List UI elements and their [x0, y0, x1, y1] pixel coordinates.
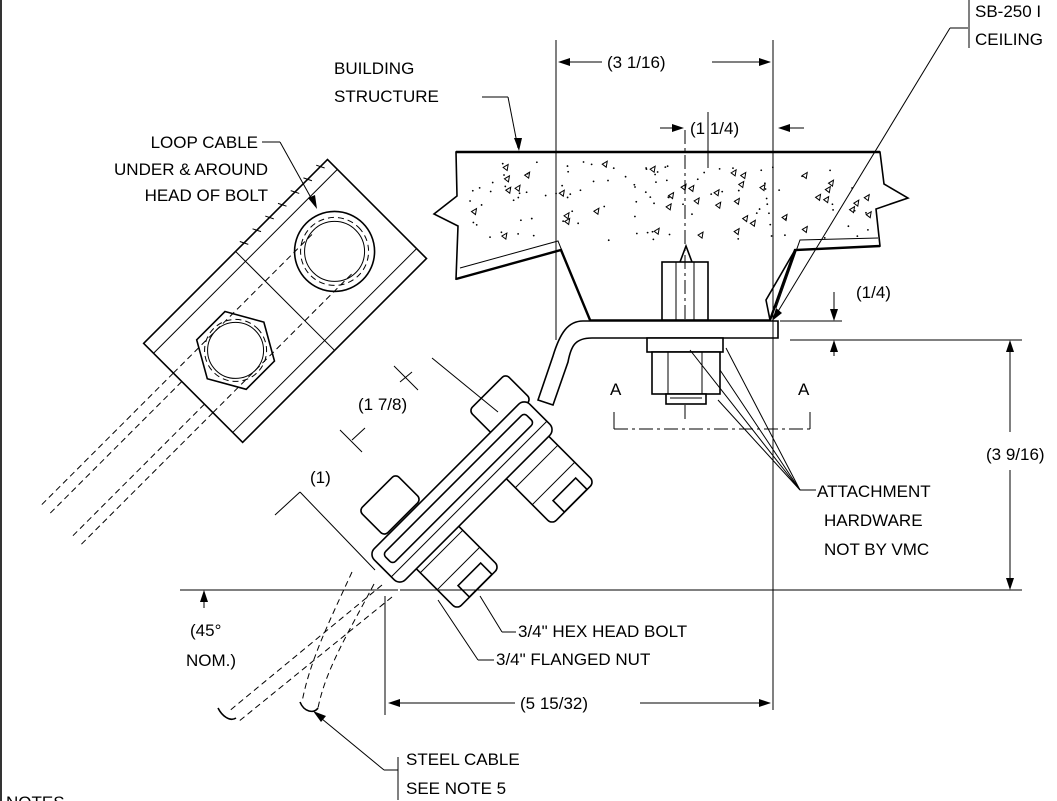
concrete-slab	[432, 150, 910, 321]
angle-label-line2: NOM.)	[186, 651, 236, 670]
notes-heading: NOTES	[6, 793, 65, 801]
loop-cable-label-line1: LOOP CABLE	[151, 133, 258, 152]
leader-lines	[262, 0, 970, 800]
dim-width-slot: (1 1/4)	[690, 119, 739, 138]
dim-diagonal-b: (1)	[310, 468, 331, 487]
flanged-nut-label: 3/4" FLANGED NUT	[496, 650, 650, 669]
dim-width-top: (3 1/16)	[607, 53, 666, 72]
attachment-label-line1: ATTACHMENT	[817, 482, 931, 501]
section-a-indicator	[613, 412, 811, 430]
steel-cable-label-line2: SEE NOTE 5	[406, 779, 506, 798]
loop-cable-detail	[38, 158, 428, 548]
model-label: SB-250 I	[975, 2, 1041, 21]
annotation-text: SB-250 I CEILING BUILDING STRUCTURE LOOP…	[6, 2, 1045, 801]
steel-cable	[217, 571, 393, 723]
attachment-hardware	[646, 337, 724, 405]
building-label-line2: STRUCTURE	[334, 87, 439, 106]
hex-bolt-label: 3/4" HEX HEAD BOLT	[518, 622, 687, 641]
attachment-label-line3: NOT BY VMC	[824, 540, 929, 559]
section-a-left: A	[610, 380, 622, 399]
dim-diagonal-a: (1 7/8)	[358, 395, 407, 414]
loop-cable-label-line3: HEAD OF BOLT	[145, 186, 268, 205]
dim-plate-thickness: (1/4)	[856, 283, 891, 302]
steel-cable-label-line1: STEEL CABLE	[406, 750, 520, 769]
angle-label-line1: (45°	[190, 621, 221, 640]
dim-length-bottom: (5 15/32)	[520, 694, 588, 713]
building-label-line1: BUILDING	[334, 59, 414, 78]
ceiling-label: CEILING	[975, 30, 1043, 49]
section-a-right: A	[798, 380, 810, 399]
dimension-lines	[180, 40, 1022, 715]
dim-height-right: (3 9/16)	[986, 445, 1045, 464]
isolator-assembly	[360, 375, 593, 608]
loop-cable-label-line2: UNDER & AROUND	[114, 160, 268, 179]
attachment-label-line2: HARDWARE	[824, 511, 923, 530]
concrete-speckle-pattern	[469, 160, 872, 242]
